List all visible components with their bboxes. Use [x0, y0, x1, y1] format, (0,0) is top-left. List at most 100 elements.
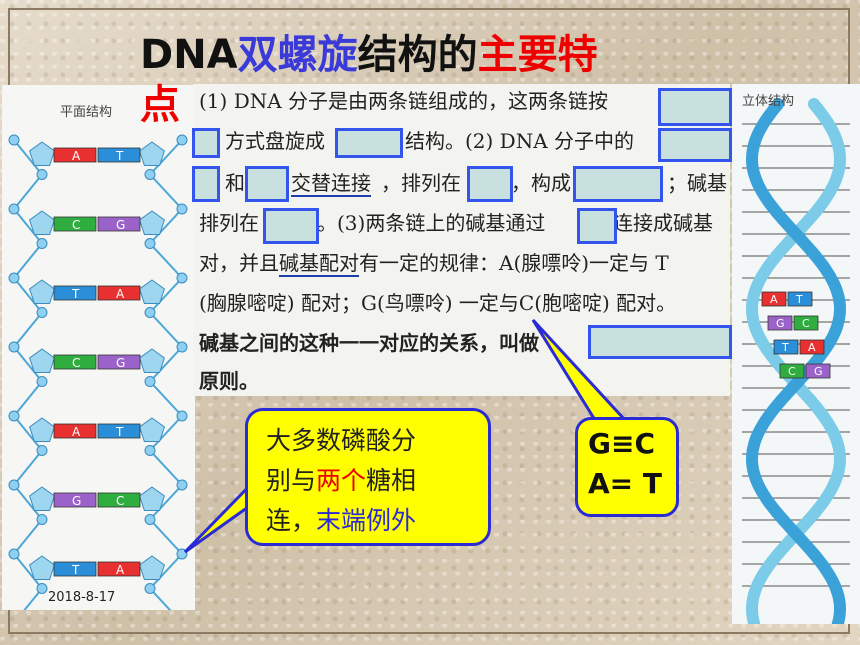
helix-base-right [799, 339, 825, 355]
phosphate-left [36, 514, 48, 525]
deoxyribose-left [29, 555, 55, 580]
helix-base-left [773, 339, 799, 355]
phosphate-left [8, 341, 20, 353]
date-label: 2018-8-17 [48, 590, 116, 605]
base-left [53, 354, 97, 370]
helix-base-letter-left: T [781, 341, 789, 354]
phosphate-left [8, 203, 20, 215]
callout1-text: 大多数磷酸分 别与两个糖相 连，末端例外 [266, 421, 416, 541]
base-right [97, 147, 141, 163]
phosphate-right [176, 341, 188, 353]
phosphate-left [36, 445, 48, 456]
base-letter-right: G [116, 356, 125, 370]
text-line-1: (1) DNA 分子是由两条链组成的，这两条链按 [199, 89, 609, 113]
text-line-5c: 有一定的规律：A(腺嘌呤)一定与 T [359, 251, 669, 275]
base-right [97, 285, 141, 301]
callout1-two: 两个 [316, 466, 367, 495]
phosphate-right [144, 514, 156, 525]
base-left [53, 423, 97, 439]
text-line-2a: 方式盘旋成 [225, 129, 325, 153]
phosphate-right [144, 445, 156, 456]
base-left [53, 561, 97, 577]
text-line-3b: 交替连接 [291, 170, 371, 197]
callout2-text: G≡C A= T [588, 427, 662, 500]
phosphate-left [8, 548, 20, 560]
deoxyribose-right [139, 210, 165, 235]
base-letter-left: G [72, 494, 81, 508]
base-pair-callout: G≡C A= T [575, 417, 679, 517]
answer-blank-5[interactable] [192, 166, 220, 202]
base-letter-left: A [72, 425, 81, 439]
phosphate-right [144, 169, 156, 180]
phosphate-left [8, 134, 20, 146]
phosphate-right [144, 583, 156, 594]
title-double-helix: 双螺旋 [237, 32, 358, 78]
helix-base-letter-left: C [788, 365, 796, 378]
base-letter-left: C [72, 218, 80, 232]
deoxyribose-left [29, 348, 55, 373]
phosphate-left [36, 169, 48, 180]
base-letter-right: A [116, 287, 125, 301]
text-line-4b: 。(3)两条链上的碱基通过 [317, 211, 546, 235]
phosphate-right [176, 203, 188, 215]
base-letter-left: A [72, 149, 81, 163]
helix-base-right [805, 363, 831, 379]
helix-base-right [787, 291, 813, 307]
planar-structure-label: 平面结构 [60, 105, 113, 120]
base-letter-right: C [116, 494, 124, 508]
helix-base-letter-right: A [808, 341, 816, 354]
phosphate-left [36, 238, 48, 249]
deoxyribose-right [139, 417, 165, 442]
title-main-features: 主要特 [477, 32, 598, 78]
text-line-2b: 结构。(2) DNA 分子中的 [405, 129, 635, 153]
answer-blank-3[interactable] [335, 128, 403, 158]
callout1-line2a: 别与 [266, 466, 317, 495]
answer-blank-10[interactable] [577, 208, 617, 244]
answer-blank-7[interactable] [467, 166, 513, 202]
title-structure: 结构的 [357, 32, 478, 78]
text-line-3d: ，构成 [511, 171, 571, 195]
base-letter-right: T [115, 149, 124, 163]
phosphate-right [144, 376, 156, 387]
text-line-3e: ；碱基 [667, 171, 727, 195]
deoxyribose-right [139, 348, 165, 373]
answer-blank-9[interactable] [263, 208, 319, 244]
phosphate-left [36, 583, 48, 594]
text-line-5: 对，并且碱基配对有一定的规律：A(腺嘌呤)一定与 T [199, 250, 669, 277]
answer-blank-6[interactable] [245, 166, 289, 202]
base-letter-right: G [116, 218, 125, 232]
text-line-8: 原则。 [199, 369, 259, 393]
phosphate-right [176, 548, 188, 560]
phosphate-left [8, 410, 20, 422]
callout1-line2b: 糖相 [366, 466, 417, 495]
phosphate-right [176, 479, 188, 491]
title-point: 点 [140, 82, 180, 128]
text-line-3a: 和 [225, 171, 245, 195]
answer-blank-4[interactable] [658, 128, 732, 162]
text-line-3c: ，排列在 [381, 171, 461, 195]
answer-blank-1[interactable] [658, 88, 732, 126]
deoxyribose-left [29, 486, 55, 511]
callout1-line1: 大多数磷酸分 [266, 426, 417, 455]
answer-blank-2[interactable] [192, 128, 220, 158]
base-letter-left: C [72, 356, 80, 370]
text-line-5b-underlined: 碱基配对 [279, 251, 359, 277]
base-letter-right: T [115, 425, 124, 439]
phosphate-right [176, 272, 188, 284]
text-line-7: 碱基之间的这种一一对应的关系，叫做 [199, 331, 539, 355]
base-right [97, 561, 141, 577]
text-line-4a: 排列在 [199, 211, 259, 235]
callout1-line3a: 连， [266, 506, 317, 535]
phosphate-right [144, 238, 156, 249]
deoxyribose-right [139, 279, 165, 304]
text-line-6: (胸腺嘧啶) 配对；G(鸟嘌呤) 一定与C(胞嘧啶) 配对。 [199, 291, 677, 315]
answer-blank-11[interactable] [588, 325, 732, 359]
phosphate-right [176, 410, 188, 422]
helix-base-letter-left: G [776, 317, 785, 330]
phosphate-right [144, 307, 156, 318]
answer-blank-8[interactable] [573, 166, 663, 202]
text-line-3b-underlined: 交替连接 [291, 171, 371, 197]
